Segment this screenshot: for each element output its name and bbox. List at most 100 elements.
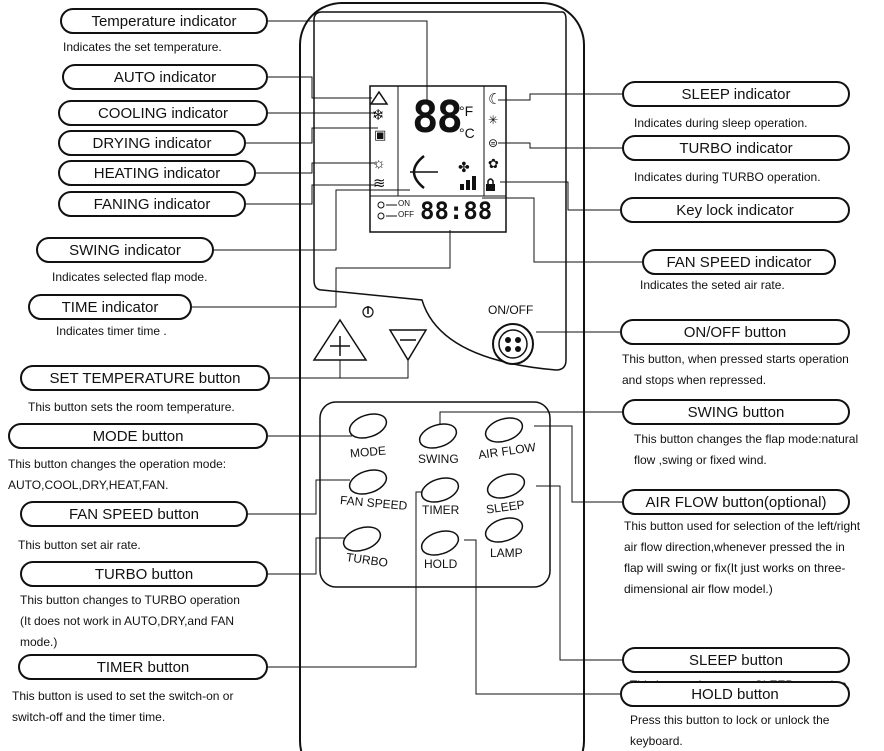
callout-air-flow-button: AIR FLOW button(optional) — [622, 489, 850, 515]
desc-air-flow-button-line: This button used for selection of the le… — [624, 519, 861, 533]
desc-timer-button-line: switch-off and the timer time. — [12, 710, 166, 724]
fan-speed-bars-icon — [460, 176, 476, 190]
lcd-unit-f: °F — [459, 103, 474, 119]
callout-turbo-indicator: TURBO indicator — [622, 135, 850, 161]
callout-auto-indicator: AUTO indicator — [62, 64, 268, 90]
cooling-snowflake-icon: ❄ — [372, 107, 385, 124]
lcd-temperature-digits: 88 — [412, 92, 463, 143]
lcd-time-digits: 88:88 — [420, 197, 493, 225]
desc-turbo-indicator: Indicates during TURBO operation. — [634, 170, 821, 184]
desc-mode-button-line: AUTO,COOL,DRY,HEAT,FAN. — [8, 478, 169, 492]
mode-button[interactable] — [347, 410, 390, 443]
timer-on-off-arrows — [377, 201, 397, 220]
leader-fan-speed-button — [248, 479, 350, 515]
lamp-button[interactable] — [483, 514, 526, 547]
desc-air-flow-button-line: air flow direction,whenever pressed the … — [624, 540, 845, 554]
callout-time-indicator: TIME indicator — [28, 294, 192, 320]
desc-time-indicator: Indicates timer time . — [56, 324, 167, 338]
lamp-bulb-icon: ✳ — [488, 113, 499, 127]
leader-swing-button — [439, 411, 622, 425]
desc-fan-speed-button: This button set air rate. — [18, 538, 141, 552]
callout-fan-speed-indicator: FAN SPEED indicator — [642, 249, 836, 275]
callout-temperature-indicator: Temperature indicator — [60, 8, 268, 34]
sleep-moon-icon: ☾ — [488, 91, 502, 108]
desc-mode-button: This button changes the operation mode: … — [8, 454, 226, 496]
thermometer-icon — [362, 306, 374, 318]
desc-turbo-button: This button changes to TURBO operation (… — [20, 590, 240, 653]
leader-sleep-button — [536, 485, 622, 661]
turbo-icon: ⊜ — [488, 136, 499, 150]
callout-sleep-button: SLEEP button — [622, 647, 850, 673]
callout-heating-indicator: HEATING indicator — [58, 160, 256, 186]
desc-temperature-indicator: Indicates the set temperature. — [63, 40, 222, 54]
on-off-label: ON/OFF — [488, 303, 534, 317]
desc-air-flow-button-line: flap will swing or fix(It just works on … — [624, 561, 846, 575]
lamp-button-label: LAMP — [490, 546, 523, 560]
leader-faning-indicator — [246, 184, 376, 205]
leader-air-flow-button — [534, 425, 622, 503]
hold-button[interactable] — [419, 527, 462, 560]
heating-sun-icon: ☼ — [372, 155, 386, 172]
on-off-button[interactable] — [492, 323, 534, 365]
callout-fan-speed-button: FAN SPEED button — [20, 501, 248, 527]
faning-waves-icon: ≋ — [373, 175, 386, 192]
leader-swing-indicator — [214, 189, 410, 251]
desc-hold-button-line: Press this button to lock or unlock the — [630, 713, 830, 727]
desc-timer-button: This button is used to set the switch-on… — [12, 686, 233, 728]
callout-timer-button: TIMER button — [18, 654, 268, 680]
leader-key-lock-indicator — [500, 181, 620, 211]
temp-up-button[interactable] — [312, 318, 368, 361]
desc-mode-button-line: This button changes the operation mode: — [8, 457, 227, 471]
desc-swing-button-line: This button changes the flap mode:natura… — [634, 432, 859, 446]
turbo-button[interactable] — [341, 523, 384, 556]
leader-drying-indicator — [246, 127, 378, 144]
swing-flap-icon — [410, 155, 438, 189]
fan-speed-button[interactable] — [347, 466, 390, 499]
hold-button-label: HOLD — [424, 557, 458, 571]
callout-sleep-indicator: SLEEP indicator — [622, 81, 850, 107]
desc-hold-button-line: keyboard. — [630, 734, 683, 748]
desc-timer-button-line: This button is used to set the switch-on… — [12, 689, 234, 703]
desc-air-flow-button: This button used for selection of the le… — [624, 516, 860, 600]
timer-button-label: TIMER — [422, 503, 460, 517]
leader-auto-indicator — [268, 76, 372, 99]
callout-swing-button: SWING button — [622, 399, 850, 425]
callout-key-lock-indicator: Key lock indicator — [620, 197, 850, 223]
leader-hold-button — [464, 539, 620, 695]
desc-hold-button: Press this button to lock or unlock the … — [630, 710, 829, 751]
callout-on-off-button: ON/OFF button — [620, 319, 850, 345]
temp-down-button[interactable] — [388, 329, 428, 362]
desc-swing-button: This button changes the flap mode:natura… — [634, 429, 858, 471]
callout-cooling-indicator: COOLING indicator — [58, 100, 268, 126]
desc-turbo-button-line: (It does not work in AUTO,DRY,and FAN — [20, 614, 235, 628]
callout-turbo-button: TURBO button — [20, 561, 268, 587]
leader-heating-indicator — [256, 162, 376, 174]
desc-on-off-button: This button, when pressed starts operati… — [622, 349, 849, 391]
swing-button[interactable] — [417, 420, 460, 453]
desc-on-off-button-line: and stops when repressed. — [622, 373, 767, 387]
swing-button-label: SWING — [418, 452, 459, 466]
leader-turbo-indicator — [498, 142, 622, 149]
leader-turbo-button — [268, 537, 346, 575]
callout-hold-button: HOLD button — [620, 681, 850, 707]
desc-turbo-button-line: mode.) — [20, 635, 58, 649]
air-flow-button[interactable] — [483, 414, 526, 447]
callout-swing-indicator: SWING indicator — [36, 237, 214, 263]
desc-fan-speed-indicator: Indicates the seted air rate. — [640, 278, 785, 292]
leader-time-indicator — [192, 230, 451, 308]
callout-mode-button: MODE button — [8, 423, 268, 449]
desc-sleep-indicator: Indicates during sleep operation. — [634, 116, 808, 130]
sleep-button[interactable] — [485, 470, 528, 503]
lcd-unit-c: °C — [459, 125, 475, 141]
drying-icon: ▣ — [374, 127, 387, 142]
desc-set-temperature-button: This button sets the room temperature. — [28, 400, 235, 414]
fan-icon: ✿ — [488, 156, 499, 171]
desc-swing-indicator: Indicates selected flap mode. — [52, 270, 208, 284]
auto-icon — [369, 90, 389, 105]
lcd-timer-off-label: OFF — [398, 210, 414, 219]
callout-drying-indicator: DRYING indicator — [58, 130, 246, 156]
callout-faning-indicator: FANING indicator — [58, 191, 246, 217]
timer-button[interactable] — [419, 474, 462, 507]
lcd-timer-on-label: ON — [398, 199, 410, 208]
